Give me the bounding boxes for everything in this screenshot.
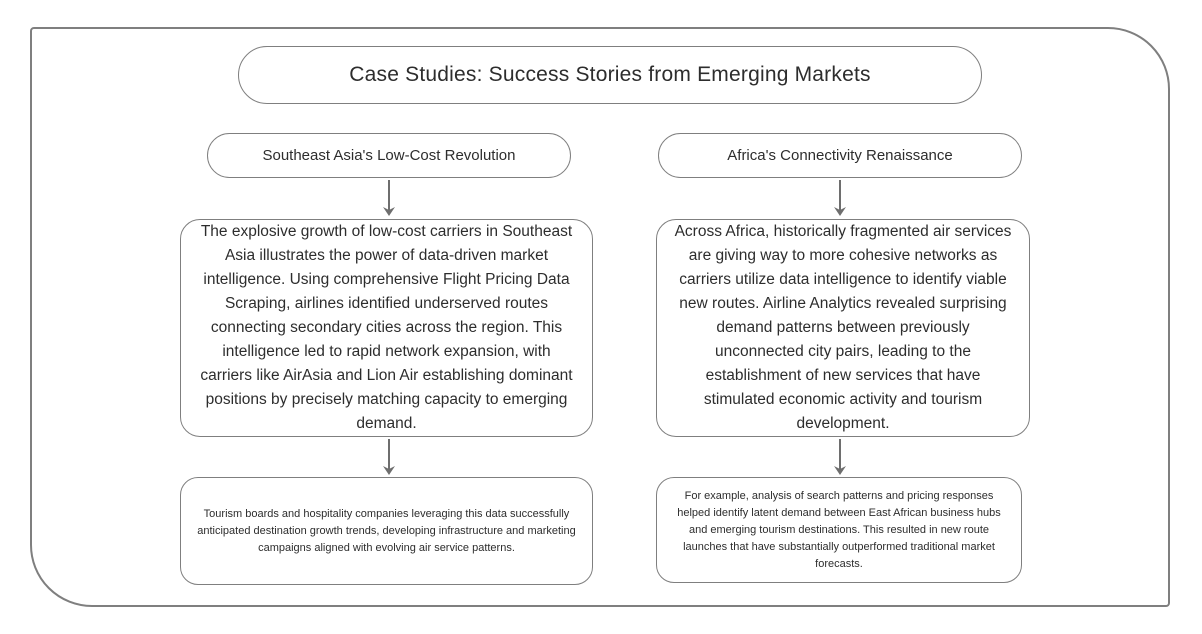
header-box-africa: Africa's Connectivity Renaissance	[658, 133, 1022, 178]
body-box-africa: Across Africa, historically fragmented a…	[656, 219, 1030, 437]
diagram-title: Case Studies: Success Stories from Emerg…	[238, 46, 982, 104]
diagram-frame	[30, 27, 1170, 607]
connector-arrow-down-icon	[831, 180, 849, 217]
body-box-southeast-asia: The explosive growth of low-cost carrier…	[180, 219, 593, 437]
header-box-southeast-asia: Southeast Asia's Low-Cost Revolution	[207, 133, 571, 178]
footer-box-southeast-asia: Tourism boards and hospitality companies…	[180, 477, 593, 585]
connector-arrow-down-icon	[380, 180, 398, 217]
connector-arrow-down-icon	[380, 439, 398, 476]
footer-box-africa: For example, analysis of search patterns…	[656, 477, 1022, 583]
connector-arrow-down-icon	[831, 439, 849, 476]
